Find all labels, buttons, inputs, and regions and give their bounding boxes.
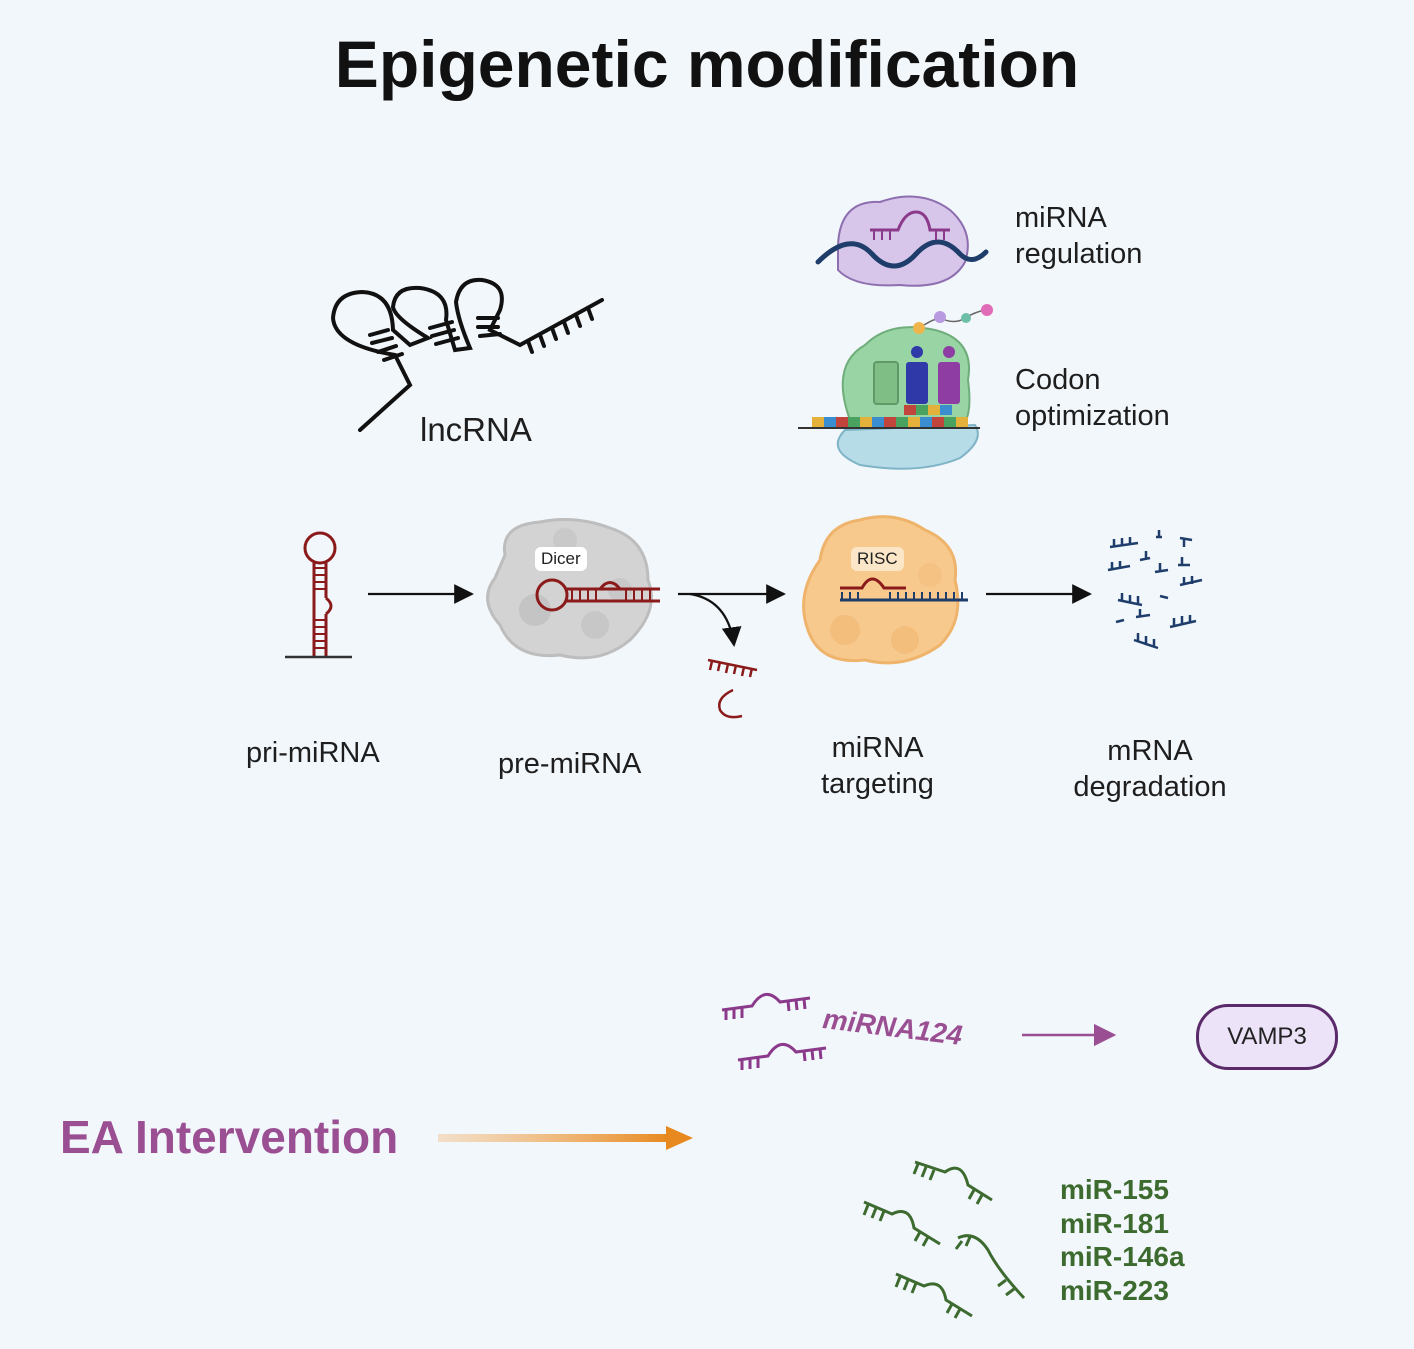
pri-mirna-label: pri-miRNA — [246, 737, 380, 769]
codon-optimization-label: Codon optimization — [1015, 364, 1170, 432]
mrna-degradation-label: mRNA degradation — [1073, 735, 1227, 803]
pri-mirna-icon — [285, 531, 352, 659]
intervention-arrows — [438, 1023, 1117, 1150]
pre-mirna-label: pre-miRNA — [498, 748, 642, 780]
lncrna-label: lncRNA — [420, 411, 532, 448]
ribosome-icon — [798, 304, 993, 470]
mirna-list-item: miR-146a — [1060, 1241, 1185, 1272]
lncrna-icon — [330, 277, 604, 432]
mirna-regulation-icon — [815, 195, 989, 287]
risc-complex-icon — [802, 515, 968, 665]
mirna-list-item: miR-223 — [1060, 1274, 1169, 1306]
mirna124-icon — [721, 993, 827, 1070]
dicer-byproduct-icon — [707, 658, 758, 719]
mirna-list-item: miR-181 — [1060, 1207, 1169, 1239]
risc-tag: RISC — [851, 547, 904, 571]
green-mirna-icon — [862, 1160, 1026, 1319]
mirna-list-item: miR-155 — [1060, 1174, 1169, 1205]
green-mirna-list: miR-155 miR-181 miR-146a miR-223 — [1060, 1173, 1185, 1307]
pathway-arrows — [368, 584, 1092, 647]
dicer-enzyme-icon — [486, 518, 660, 660]
mrna-fragments-icon — [1107, 530, 1203, 650]
vamp3-badge: VAMP3 — [1196, 1004, 1338, 1070]
mirna-regulation-label: miRNA regulation — [1015, 202, 1143, 270]
dicer-tag: Dicer — [535, 547, 587, 571]
page-title: Epigenetic modification — [334, 27, 1080, 101]
ea-intervention-label: EA Intervention — [60, 1111, 399, 1163]
mirna-targeting-label: miRNA targeting — [821, 732, 934, 800]
